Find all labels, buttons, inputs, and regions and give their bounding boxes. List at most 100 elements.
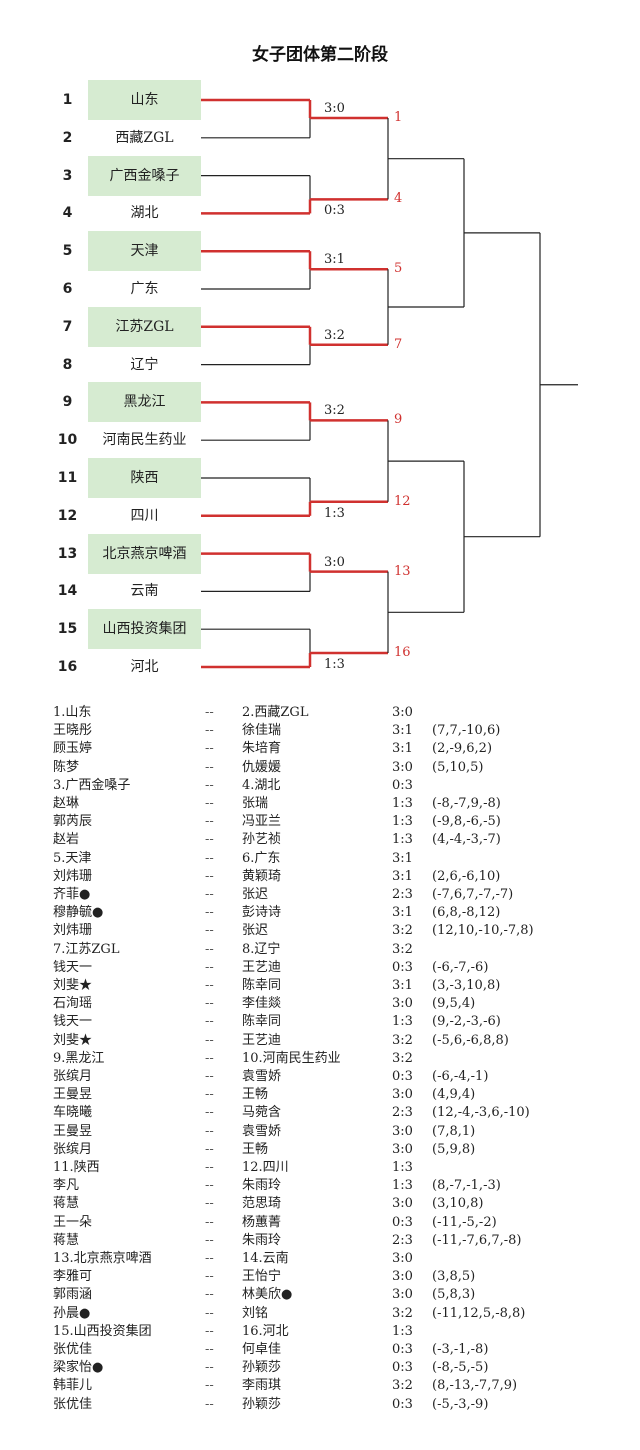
separator: -- (205, 1378, 214, 1394)
separator: -- (205, 996, 214, 1012)
game-scores: (12,-4,-3,6,-10) (432, 1105, 530, 1121)
game-scores: (12,10,-10,-7,8) (432, 923, 534, 939)
player-away: 李佳燚 (242, 996, 282, 1012)
separator: -- (205, 1323, 214, 1339)
team-name: 北京燕京啤酒 (88, 533, 201, 574)
match-score: 3:2 (324, 403, 345, 419)
player-away: 仇媛媛 (242, 759, 282, 775)
team-name: 河南民生药业 (102, 432, 187, 449)
team-name: 广西金嗓子 (88, 155, 201, 196)
player-home: 穆静毓● (53, 905, 104, 921)
game-scores: (-5,6,-6,8,8) (432, 1032, 509, 1048)
player-away: 8.辽宁 (242, 941, 281, 957)
player-away: 4.湖北 (242, 777, 281, 793)
player-away: 张迟 (242, 887, 269, 902)
match-winner-seed: 9 (394, 412, 403, 428)
separator: -- (205, 1178, 214, 1194)
match-result: 3:1 (392, 723, 413, 739)
separator: -- (205, 1141, 214, 1157)
player-away: 李雨琪 (242, 1378, 282, 1394)
game-scores: (8,-7,-1,-3) (432, 1178, 501, 1194)
seed-number: 11 (57, 470, 78, 486)
seed-number: 9 (62, 394, 73, 411)
match-result: 3:0 (392, 996, 413, 1012)
player-away: 6.广东 (242, 850, 281, 866)
player-away: 王艺迪 (242, 959, 282, 975)
separator: -- (205, 705, 214, 720)
match-result: 3:1 (392, 868, 413, 884)
team-name: 天津 (88, 231, 201, 272)
team-name: 河北 (130, 659, 159, 675)
player-home: 孙晨● (53, 1305, 91, 1321)
team-name: 广东 (130, 281, 159, 297)
seed-number: 6 (62, 281, 73, 297)
game-scores: (5,9,8) (432, 1141, 476, 1157)
match-result: 0:3 (392, 1360, 413, 1376)
player-home: 郭芮辰 (53, 814, 93, 830)
player-away: 朱雨玲 (242, 1232, 282, 1248)
match-score: 1:3 (324, 505, 345, 521)
game-scores: (5,10,5) (432, 759, 484, 775)
player-away: 14.云南 (242, 1251, 289, 1266)
team-name: 山东 (88, 80, 201, 120)
match-score: 1:3 (324, 657, 345, 672)
match-score: 3:1 (324, 252, 345, 268)
player-away: 孙颖莎 (242, 1360, 282, 1376)
player-away: 16.河北 (242, 1323, 289, 1339)
match-result: 3:1 (392, 850, 413, 866)
player-home: 9.黑龙江 (53, 1050, 105, 1066)
separator: -- (205, 796, 214, 811)
match-result: 2:3 (392, 1105, 413, 1121)
game-scores: (-7,6,7,-7,-7) (432, 887, 514, 902)
player-away: 杨蕙菁 (242, 1214, 282, 1230)
player-away: 马菀含 (242, 1105, 282, 1121)
player-home: 王曼昱 (53, 1123, 93, 1139)
player-home: 蒋慧 (53, 1196, 80, 1212)
player-home: 张缤月 (53, 1069, 93, 1084)
player-home: 齐菲● (53, 887, 91, 902)
player-home: 李雅可 (53, 1269, 93, 1285)
match-result: 1:3 (392, 1160, 413, 1175)
player-home: 刘炜珊 (53, 868, 93, 884)
separator: -- (205, 1305, 214, 1321)
team-name: 陕西 (88, 458, 201, 498)
game-scores: (9,-2,-3,-6) (432, 1014, 501, 1030)
match-result: 2:3 (392, 1232, 413, 1248)
game-scores: (-8,-5,-5) (432, 1360, 489, 1376)
player-away: 王畅 (242, 1087, 269, 1103)
match-result: 3:0 (392, 1251, 413, 1266)
game-scores: (-9,8,-6,-5) (432, 814, 501, 830)
player-home: 13.北京燕京啤酒 (53, 1251, 152, 1266)
separator: -- (205, 1287, 214, 1303)
player-away: 袁雪娇 (242, 1069, 282, 1084)
player-home: 5.天津 (53, 850, 92, 866)
match-result: 0:3 (392, 1342, 413, 1357)
match-result: 3:2 (392, 923, 413, 939)
seed-number: 15 (57, 621, 78, 638)
match-result: 0:3 (392, 1214, 413, 1230)
separator: -- (205, 1014, 214, 1030)
match-winner-seed: 12 (394, 493, 411, 509)
separator: -- (205, 1196, 214, 1212)
match-result: 0:3 (392, 959, 413, 975)
separator: -- (205, 1269, 214, 1285)
match-result: 3:2 (392, 1378, 413, 1394)
player-home: 顾玉婷 (53, 741, 93, 757)
separator: -- (205, 741, 214, 757)
player-home: 韩菲儿 (53, 1378, 93, 1394)
player-home: 3.广西金嗓子 (53, 777, 131, 793)
